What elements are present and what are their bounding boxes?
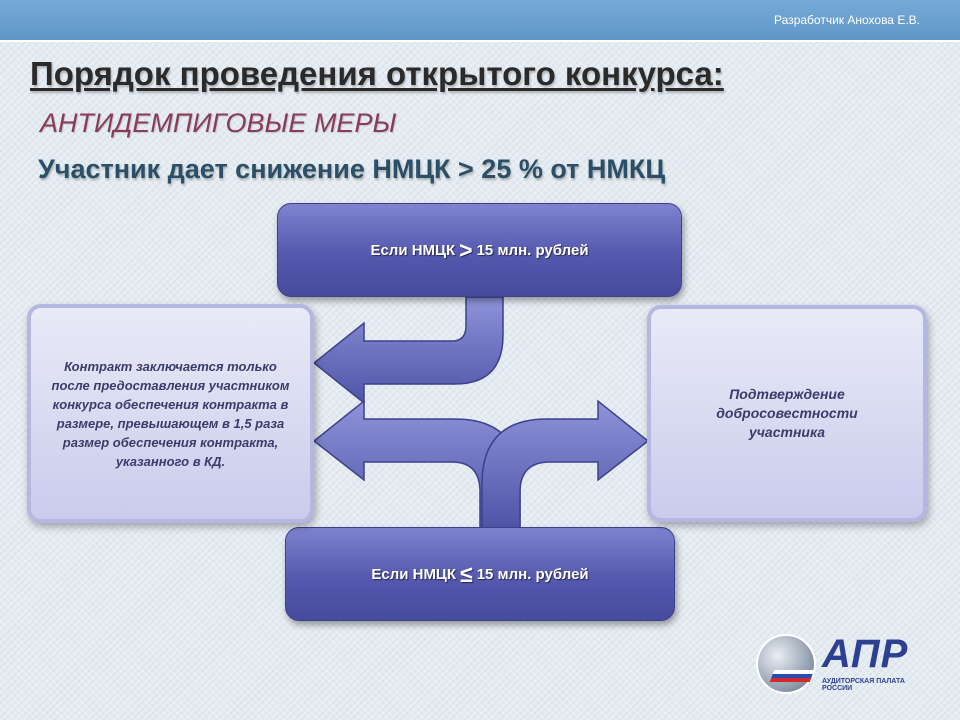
- flag-stripes: [769, 670, 815, 682]
- greater-than-symbol: >: [459, 236, 473, 263]
- arrow-bottom-to-right: [481, 399, 650, 529]
- condition-box-up-to-15m: Если НМЦК ≤ 15 млн. рублей: [285, 527, 675, 621]
- top-bar: Разработчик Анохова Е.В.: [0, 0, 960, 42]
- subtitle: АНТИДЕМПИГОВЫЕ МЕРЫ: [40, 108, 397, 138]
- condition-text: Участник дает снижение НМЦК > 25 % от НМ…: [38, 154, 666, 184]
- condition-prefix: Если НМЦК: [371, 565, 457, 583]
- logo-caption: АУДИТОРСКАЯ ПАЛАТА РОССИИ: [822, 678, 905, 692]
- less-or-equal-symbol: ≤: [460, 560, 473, 587]
- slide-title: Порядок проведения открытого конкурса:: [30, 55, 724, 92]
- author-credit: Разработчик Анохова Е.В.: [774, 13, 920, 27]
- right-outcome-box: Подтверждение добросовестности участника: [647, 305, 927, 522]
- left-outcome-text: Контракт заключается только после предос…: [51, 358, 290, 469]
- left-outcome-box: Контракт заключается только после предос…: [27, 304, 314, 523]
- apr-logo: АПР АУДИТОРСКАЯ ПАЛАТА РОССИИ: [752, 628, 930, 698]
- condition-suffix: 15 млн. рублей: [476, 565, 589, 583]
- logo-text: АПР: [822, 632, 909, 676]
- condition-prefix: Если НМЦК: [370, 241, 456, 259]
- globe-flag-icon: [756, 634, 816, 694]
- condition-box-above-15m: Если НМЦК > 15 млн. рублей: [277, 203, 682, 297]
- right-outcome-text: Подтверждение добросовестности участника: [716, 386, 858, 440]
- arrow-top-to-left: [312, 296, 504, 405]
- condition-suffix: 15 млн. рублей: [476, 241, 589, 259]
